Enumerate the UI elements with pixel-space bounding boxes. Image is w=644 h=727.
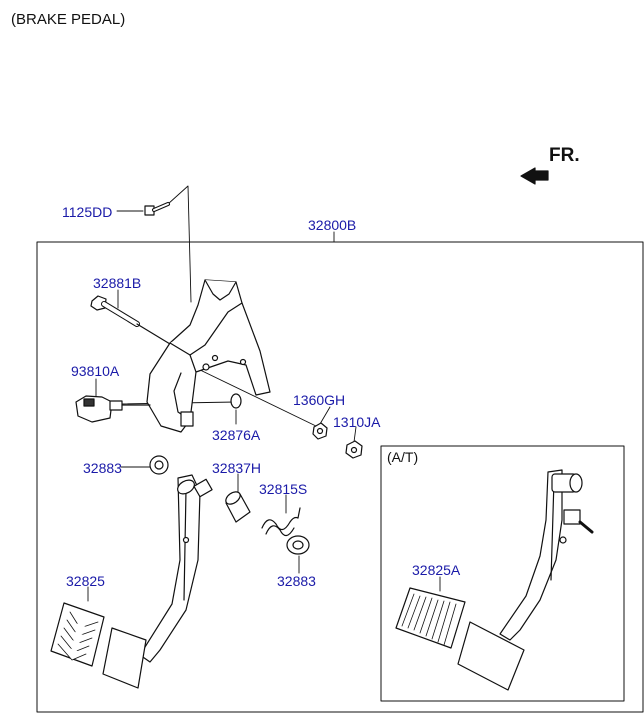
nut-1360GH — [312, 422, 328, 440]
part-label-32883-bottom[interactable]: 32883 — [277, 573, 316, 589]
pedal-pad-rubber-32825 — [50, 602, 105, 667]
part-label-32876A[interactable]: 32876A — [212, 427, 261, 443]
part-label-1310JA[interactable]: 1310JA — [333, 414, 381, 430]
bushing-32883-bottom — [286, 535, 310, 555]
bolt-32881B — [90, 295, 171, 345]
brake-pedal-arm — [139, 474, 213, 663]
pedal-pad-rubber-32825A — [395, 587, 466, 649]
part-label-32881B[interactable]: 32881B — [93, 275, 142, 291]
sleeve-32837H — [225, 491, 251, 523]
part-label-32815S[interactable]: 32815S — [259, 481, 308, 497]
part-label-93810A[interactable]: 93810A — [71, 363, 120, 379]
part-label-32825[interactable]: 32825 — [66, 573, 105, 589]
at-inset-frame — [380, 445, 625, 702]
front-direction-label: FR. — [549, 145, 580, 166]
part-label-32800B[interactable]: 32800B — [308, 217, 357, 233]
part-label-32825A[interactable]: 32825A — [412, 562, 461, 578]
pedal-bracket — [146, 279, 271, 433]
nut-1310JA — [345, 440, 363, 459]
at-pedal-arm — [499, 469, 594, 641]
spring-32815S — [261, 507, 301, 537]
at-pedal-pad — [457, 621, 525, 691]
part-label-32837H[interactable]: 32837H — [212, 460, 262, 476]
assembly-frame — [36, 241, 644, 713]
stopper-32876A — [230, 393, 242, 409]
part-label-1125DD[interactable]: 1125DD — [62, 204, 113, 220]
bolt-1125DD — [144, 202, 170, 216]
front-arrow-icon — [520, 167, 549, 185]
part-label-32883-top[interactable]: 32883 — [83, 460, 122, 476]
at-inset-label: (A/T) — [387, 449, 419, 465]
part-label-1360GH[interactable]: 1360GH — [293, 392, 346, 408]
bushing-32883-top — [149, 455, 169, 475]
pedal-pad-main — [102, 627, 147, 689]
stop-lamp-switch — [75, 395, 151, 423]
diagram-title: (BRAKE PEDAL) — [11, 11, 126, 28]
